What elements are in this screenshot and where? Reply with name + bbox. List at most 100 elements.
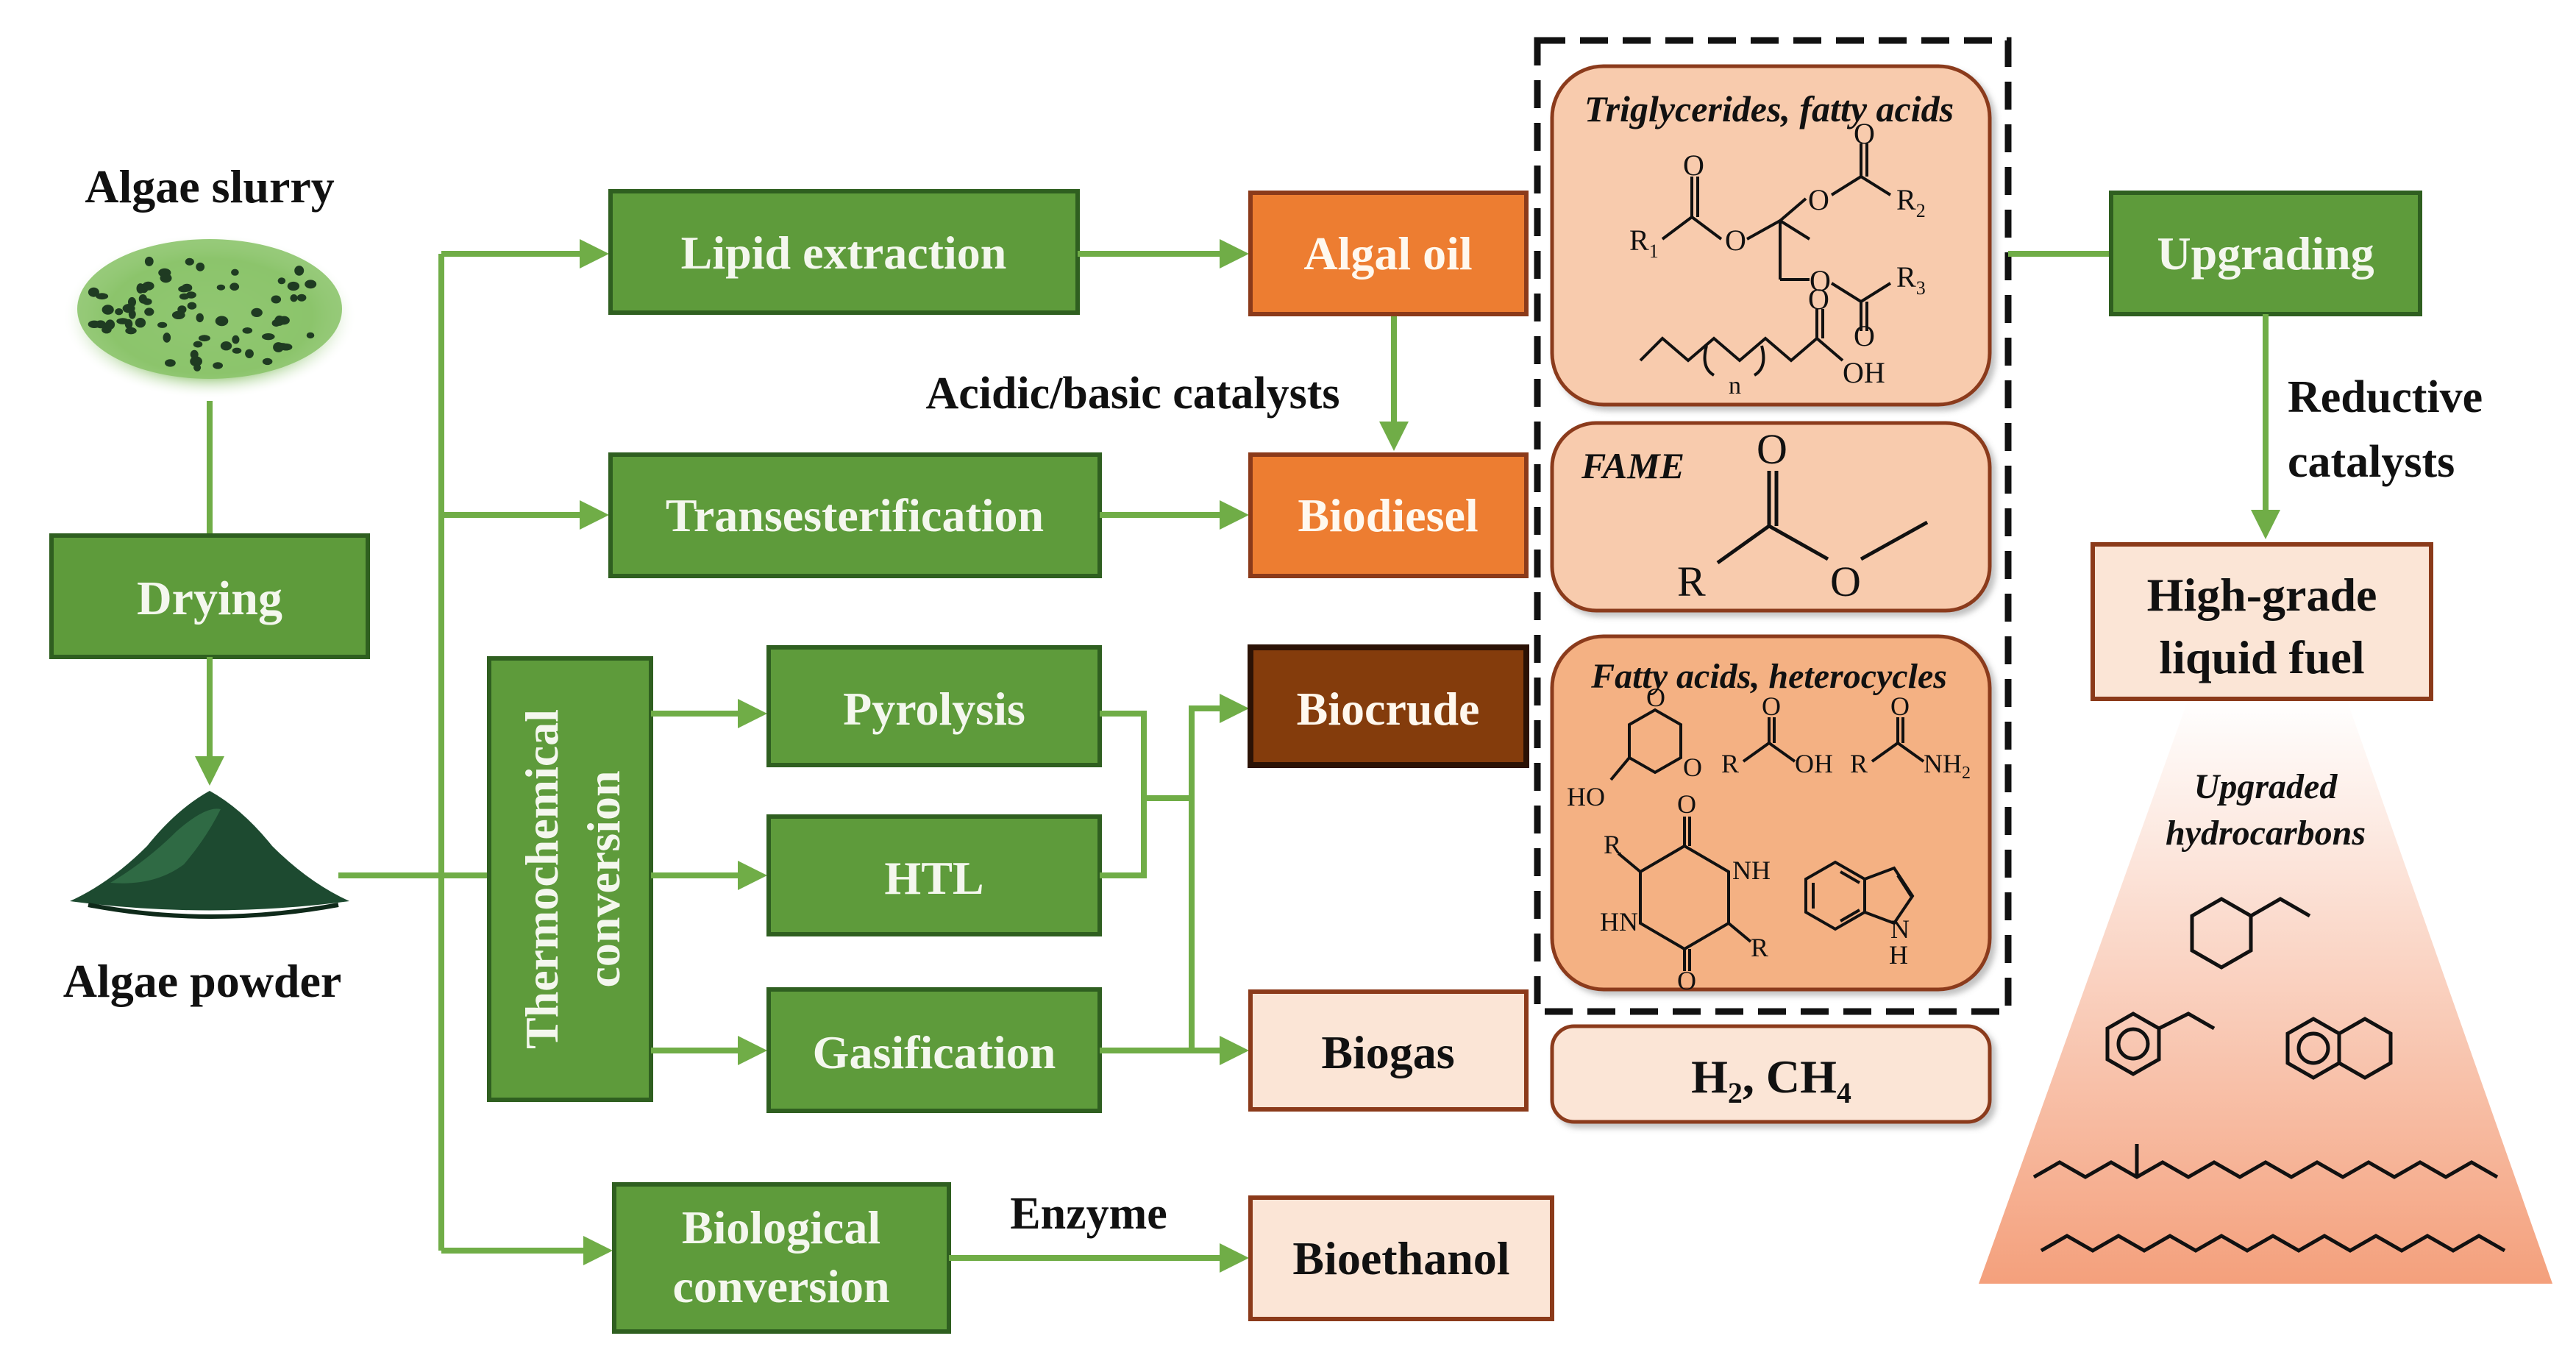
het-atom-r-acid: R [1721, 749, 1739, 778]
algae-cell [277, 277, 286, 285]
h2-ch4-box: H2, CH4 [1550, 1024, 1992, 1124]
pyrolysis-label: Pyrolysis [843, 683, 1025, 735]
algae-cell [163, 333, 171, 343]
algae-slurry-label: Algae slurry [85, 160, 335, 213]
biocrude-label: Biocrude [1297, 683, 1480, 735]
h2-ch4-label: H2, CH4 [1691, 1051, 1851, 1109]
algae-cell [179, 293, 190, 300]
upgraded-label-line2: hydrocarbons [2166, 814, 2366, 853]
het-atom-r-amide: R [1850, 749, 1868, 778]
biogas-label: Biogas [1321, 1026, 1454, 1078]
fame-panel: FAME O R O [1550, 421, 1992, 613]
het-atom-o-dkp-bottom: O [1677, 966, 1696, 995]
algae-powder-image [70, 791, 349, 919]
algae-cell [102, 305, 114, 315]
het-atom-o-acid: O [1762, 692, 1781, 721]
biodiesel-box: Biodiesel [1248, 452, 1529, 578]
algae-cell [230, 282, 240, 291]
algae-cell [136, 283, 145, 294]
bioethanol-label: Bioethanol [1292, 1232, 1509, 1284]
algae-cell [271, 295, 282, 304]
atom-o-4: O [1854, 117, 1875, 150]
algae-cell [232, 347, 242, 354]
algae-cell [217, 316, 225, 322]
algae-cell [144, 256, 154, 266]
algae-cell [135, 318, 146, 328]
algae-cell [96, 293, 109, 300]
algae-cell [193, 363, 202, 372]
algae-cell [125, 327, 137, 335]
algae-cell [165, 359, 176, 367]
algae-cell [122, 304, 135, 313]
algae-powder-label: Algae powder [63, 955, 342, 1007]
heterocycle-atom-labels: O O HO R O OH R O NH2 O R NH HN R O N H [1567, 683, 1971, 995]
acidic-basic-catalysts-label: Acidic/basic catalysts [925, 369, 1339, 419]
transesterification-label: Transesterification [666, 489, 1044, 541]
upgraded-label-line1: Upgraded [2194, 767, 2338, 806]
biological-label-line1: Biological [682, 1201, 880, 1254]
algae-cell [157, 321, 168, 328]
fame-title: FAME [1581, 445, 1684, 486]
algae-cell [213, 362, 223, 369]
biological-conversion-box: Biological conversion [612, 1182, 951, 1334]
atom-o-3: O [1808, 183, 1829, 216]
atom-o-2: O [1683, 149, 1704, 182]
pyrolysis-box: Pyrolysis [766, 645, 1102, 767]
thermochemical-label-line2: conversion [577, 770, 630, 987]
heterocycle-structures [1609, 708, 1925, 971]
atom-o-6: O [1854, 319, 1875, 352]
reductive-label-line1: Reductive [2288, 372, 2483, 422]
upgrading-label: Upgrading [2157, 227, 2374, 280]
algal-oil-box: Algal oil [1248, 191, 1529, 316]
algae-cell [178, 285, 190, 293]
algae-cell [198, 335, 210, 342]
heterocycles-title: Fatty acids, heterocycles [1590, 657, 1947, 696]
hydrocarbon-pyramid [1979, 699, 2552, 1284]
algal-oil-label: Algal oil [1303, 227, 1472, 280]
algae-cell [242, 327, 253, 334]
triglycerides-panel: Triglycerides, fatty acids R1 O O [1550, 64, 1992, 407]
het-atom-oh-acid: OH [1795, 749, 1833, 778]
fame-atom-o-top: O [1757, 425, 1787, 473]
algae-cell [294, 266, 305, 276]
algae-cell [262, 358, 273, 366]
algae-cell [144, 307, 154, 316]
algae-cell [190, 356, 202, 367]
htl-box: HTL [766, 814, 1102, 936]
reductive-label-line2: catalysts [2288, 437, 2455, 487]
atom-r1: R1 [1629, 224, 1659, 262]
chemistry-dashed-frame [1534, 37, 2012, 1015]
algae-cell [232, 335, 240, 344]
algae-cell [115, 308, 124, 316]
drying-label: Drying [137, 572, 282, 625]
high-grade-label-line1: High-grade [2147, 569, 2377, 621]
gasification-label: Gasification [813, 1026, 1056, 1078]
algae-slurry-image [63, 234, 357, 399]
algae-cell [193, 341, 203, 348]
biological-label-line2: conversion [672, 1260, 889, 1312]
algae-cell [187, 302, 197, 310]
fame-atom-o-ester: O [1830, 558, 1861, 605]
het-atom-o-amide: O [1890, 692, 1910, 721]
het-atom-hn-dkp: HN [1600, 907, 1638, 936]
het-atom-nh-dkp: NH [1732, 856, 1771, 885]
atom-o-5: O [1810, 264, 1831, 297]
atom-oh: OH [1843, 356, 1885, 389]
heterocycles-panel: Fatty acids, heterocycles [1550, 634, 1992, 995]
algae-cell [306, 332, 315, 339]
algae-cell [116, 318, 129, 324]
het-atom-o-ring-right: O [1683, 753, 1702, 782]
algae-cell [305, 280, 317, 289]
algae-cell [171, 310, 185, 319]
biocrude-box: Biocrude [1248, 644, 1529, 768]
lipid-extraction-box: Lipid extraction [608, 189, 1080, 315]
enzyme-label: Enzyme [1010, 1189, 1167, 1239]
algae-cell [216, 284, 226, 291]
distribution-lines [338, 239, 613, 1265]
biogas-box: Biogas [1248, 989, 1529, 1112]
hydrocarbon-structures [2032, 897, 2506, 1253]
atom-r2: R2 [1896, 183, 1926, 221]
algae-cell [251, 307, 263, 317]
algae-cell [196, 313, 204, 323]
